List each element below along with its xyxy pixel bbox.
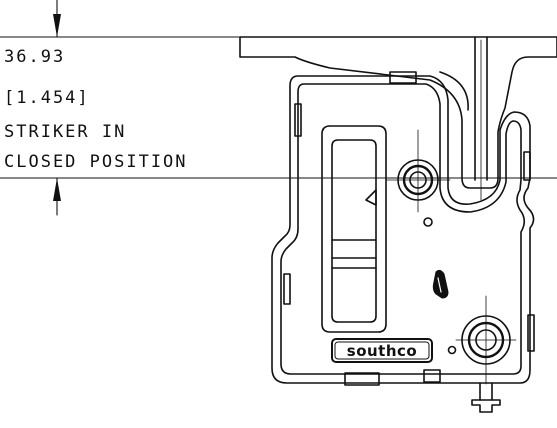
annotation-block: 36.93 [1.454] STRIKER IN CLOSED POSITION [4, 47, 188, 172]
channel-notch [365, 189, 377, 206]
southco-logo: southco [331, 338, 433, 363]
bottom-tab [423, 369, 441, 383]
note-line-1: STRIKER IN [4, 122, 126, 142]
upper-rivet [385, 129, 451, 213]
latch-housing [271, 71, 535, 386]
bottom-slot [344, 372, 380, 386]
right-tab-lower [527, 314, 535, 352]
striker-inner-stem [439, 36, 488, 181]
logo-text: southco [347, 342, 417, 360]
slider-channel [321, 125, 387, 333]
lower-rivet [455, 295, 517, 385]
striker-plate [239, 36, 557, 189]
dimension-in-text: [1.454] [4, 88, 90, 108]
tiny-hole [447, 345, 457, 355]
top-slot [389, 71, 417, 84]
left-tab-lower [283, 273, 291, 305]
left-tab-upper [294, 103, 302, 137]
dimension-arrows [53, 14, 61, 201]
note-line-2: CLOSED POSITION [4, 152, 188, 172]
arrow-down-icon [53, 14, 61, 37]
right-tab [523, 151, 531, 181]
striker [239, 36, 557, 201]
bumper-stem [479, 382, 493, 401]
channel-inner [331, 139, 377, 323]
pawl-highlight [437, 277, 442, 293]
arrow-up-icon [53, 178, 61, 201]
bumper-head [471, 399, 501, 413]
logo-frame-inner [334, 341, 430, 360]
channel-outer [321, 125, 387, 333]
small-hole [423, 217, 433, 227]
housing-inner [280, 83, 526, 375]
pawl [432, 269, 449, 299]
dimension-mm-text: 36.93 [4, 47, 65, 67]
bottom-bumper [471, 382, 501, 413]
housing-outer [271, 75, 535, 384]
logo-frame [331, 338, 433, 363]
